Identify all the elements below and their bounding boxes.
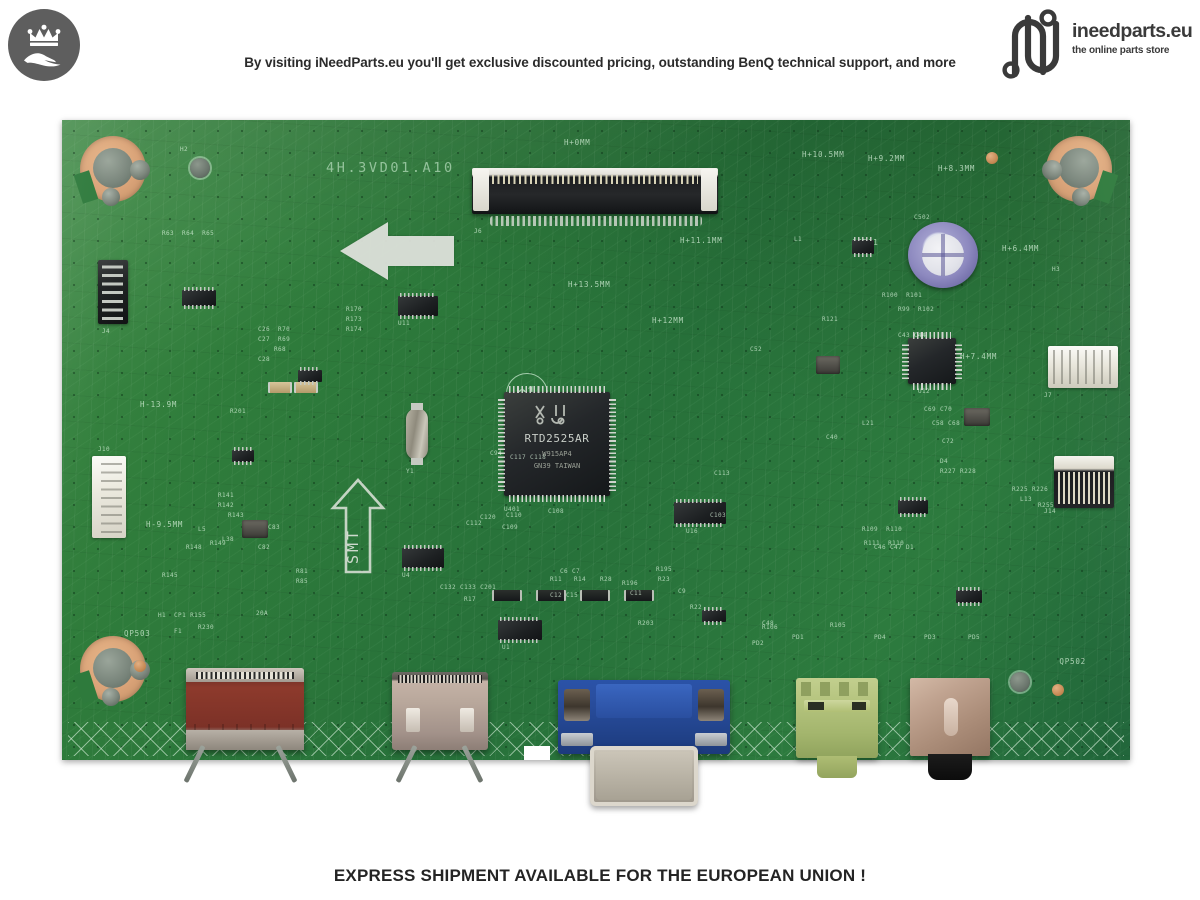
inductor-l24 [964,408,990,426]
silkscreen-board-part-number: 4H.3VD01.A10 [326,160,455,176]
soic-ic-u11 [398,293,438,319]
resistor-r20 [536,590,566,601]
screw-hole-top-left [190,158,210,178]
crystal-oscillator [406,403,428,465]
smd-part-d [702,607,726,625]
button-header-connector-j4[interactable] [98,260,128,324]
brand-name: ineedparts.eu [1072,20,1193,42]
promo-tagline: By visiting iNeedParts.eu you'll get exc… [244,55,956,70]
screw-hole-bottom-right [1010,672,1030,692]
product-photo: 4H.3VD01.A10 H+0MM H+10.5MM H+9.2MM H+8.… [0,100,1200,860]
backlight-connector-j10[interactable] [92,456,126,538]
crystal-designator: Y1 [406,468,415,475]
resistor-r28 [580,590,610,601]
soic-ic-u16 [674,499,726,527]
soic-ic-u4 [402,545,444,571]
inductor-l21 [816,356,840,374]
smd-part-b [898,497,928,517]
page-header: By visiting iNeedParts.eu you'll get exc… [0,0,1200,110]
capacitor-c122 [268,382,292,393]
pcb-board: 4H.3VD01.A10 H+0MM H+10.5MM H+9.2MM H+8.… [62,120,1130,760]
brand-subtitle: the online parts store [1072,44,1170,56]
resistor-r10 [492,590,522,601]
smd-part-a [852,237,874,257]
main-ic-designator: U401 [504,506,521,513]
test-pad-op501 [986,152,998,164]
inductor-l5 [242,520,268,538]
smt-direction-arrow-icon: SMT [330,478,386,574]
crown-over-hand-badge [8,9,80,81]
ffc-connector-j14[interactable] [1054,456,1114,508]
smd-part-c [956,587,982,606]
lvds-solder-pads [490,216,702,226]
soic-ic-u1 [498,617,542,643]
svg-text:SMT: SMT [344,528,362,564]
smd-part-f [232,447,254,465]
soic-ic-left [182,287,216,309]
brand-logo[interactable]: ineedparts.eu the online parts store [998,8,1193,82]
shipping-note: EXPRESS SHIPMENT AVAILABLE FOR THE EUROP… [333,866,867,885]
main-scaler-ic: RTD2525AR W915AP4 GN39 TAIWAN [498,386,616,502]
paperclip-n-monogram-icon [998,8,1070,82]
electrolytic-cap-designator: C502 [914,214,931,221]
main-ic-part-number: RTD2525AR [524,432,590,445]
electrolytic-capacitor [908,222,978,288]
main-ic-lot-line: W915AP4 [542,450,572,458]
mounting-pad-top-left [73,134,154,208]
resistor-r23 [624,590,654,601]
test-pad-op503 [134,660,146,672]
smd-part-e [298,367,322,385]
power-connector-j7[interactable] [1048,346,1118,388]
direction-arrow-left-icon [336,220,456,282]
capacitor-c123 [294,382,318,393]
main-ic-origin-line: GN39 TAIWAN [533,462,581,470]
secondary-ic-u12 [902,332,962,390]
mounting-pad-top-right [1038,134,1119,208]
lvds-ffc-connector[interactable] [472,168,718,214]
pcb-edge-notch [524,746,550,760]
test-pad-op502 [1052,684,1064,696]
